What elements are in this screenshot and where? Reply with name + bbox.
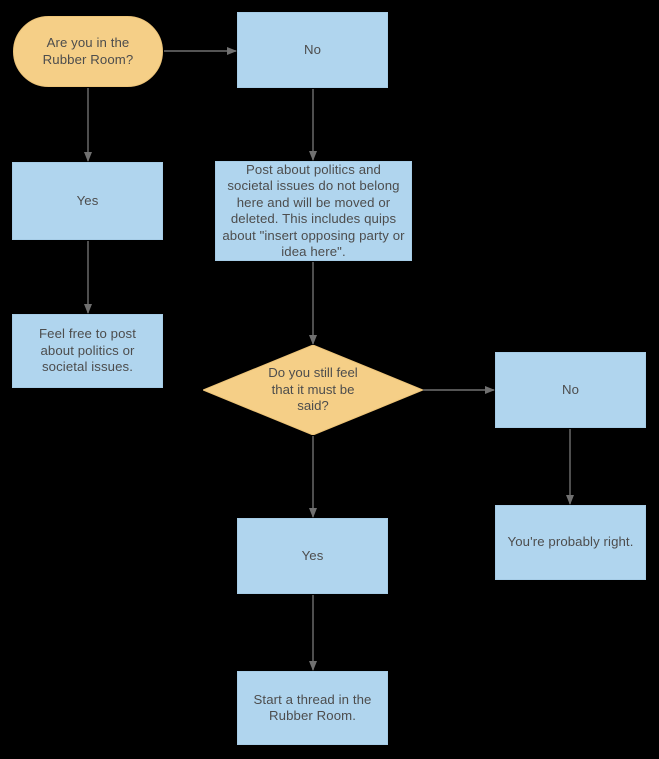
node-start-label: Are you in the Rubber Room? [42, 35, 134, 67]
node-yes-left[interactable]: Yes [12, 162, 163, 240]
node-decision[interactable]: Do you still feel that it must be said? [203, 345, 423, 435]
node-decision-label: Do you still feel that it must be said? [268, 365, 358, 414]
node-probably-right-label: You're probably right. [507, 534, 634, 550]
node-no-right[interactable]: No [495, 352, 646, 428]
node-feel-free[interactable]: Feel free to post about politics or soci… [12, 314, 163, 388]
node-policy-label: Post about politics and societal issues … [222, 161, 405, 260]
node-no-top[interactable]: No [237, 12, 388, 88]
node-no-right-label: No [561, 381, 580, 397]
node-yes-bottom[interactable]: Yes [237, 518, 388, 594]
node-start-thread[interactable]: Start a thread in the Rubber Room. [237, 671, 388, 745]
node-start[interactable]: Are you in the Rubber Room? [13, 16, 163, 87]
node-yes-bottom-label: Yes [301, 547, 324, 563]
decision-diamond-shape [203, 345, 423, 435]
node-feel-free-label: Feel free to post about politics or soci… [39, 326, 136, 375]
node-no-top-label: No [303, 41, 322, 57]
node-probably-right[interactable]: You're probably right. [495, 505, 646, 580]
node-yes-left-label: Yes [76, 192, 99, 208]
node-start-thread-label: Start a thread in the Rubber Room. [253, 691, 372, 724]
node-policy[interactable]: Post about politics and societal issues … [215, 161, 412, 261]
